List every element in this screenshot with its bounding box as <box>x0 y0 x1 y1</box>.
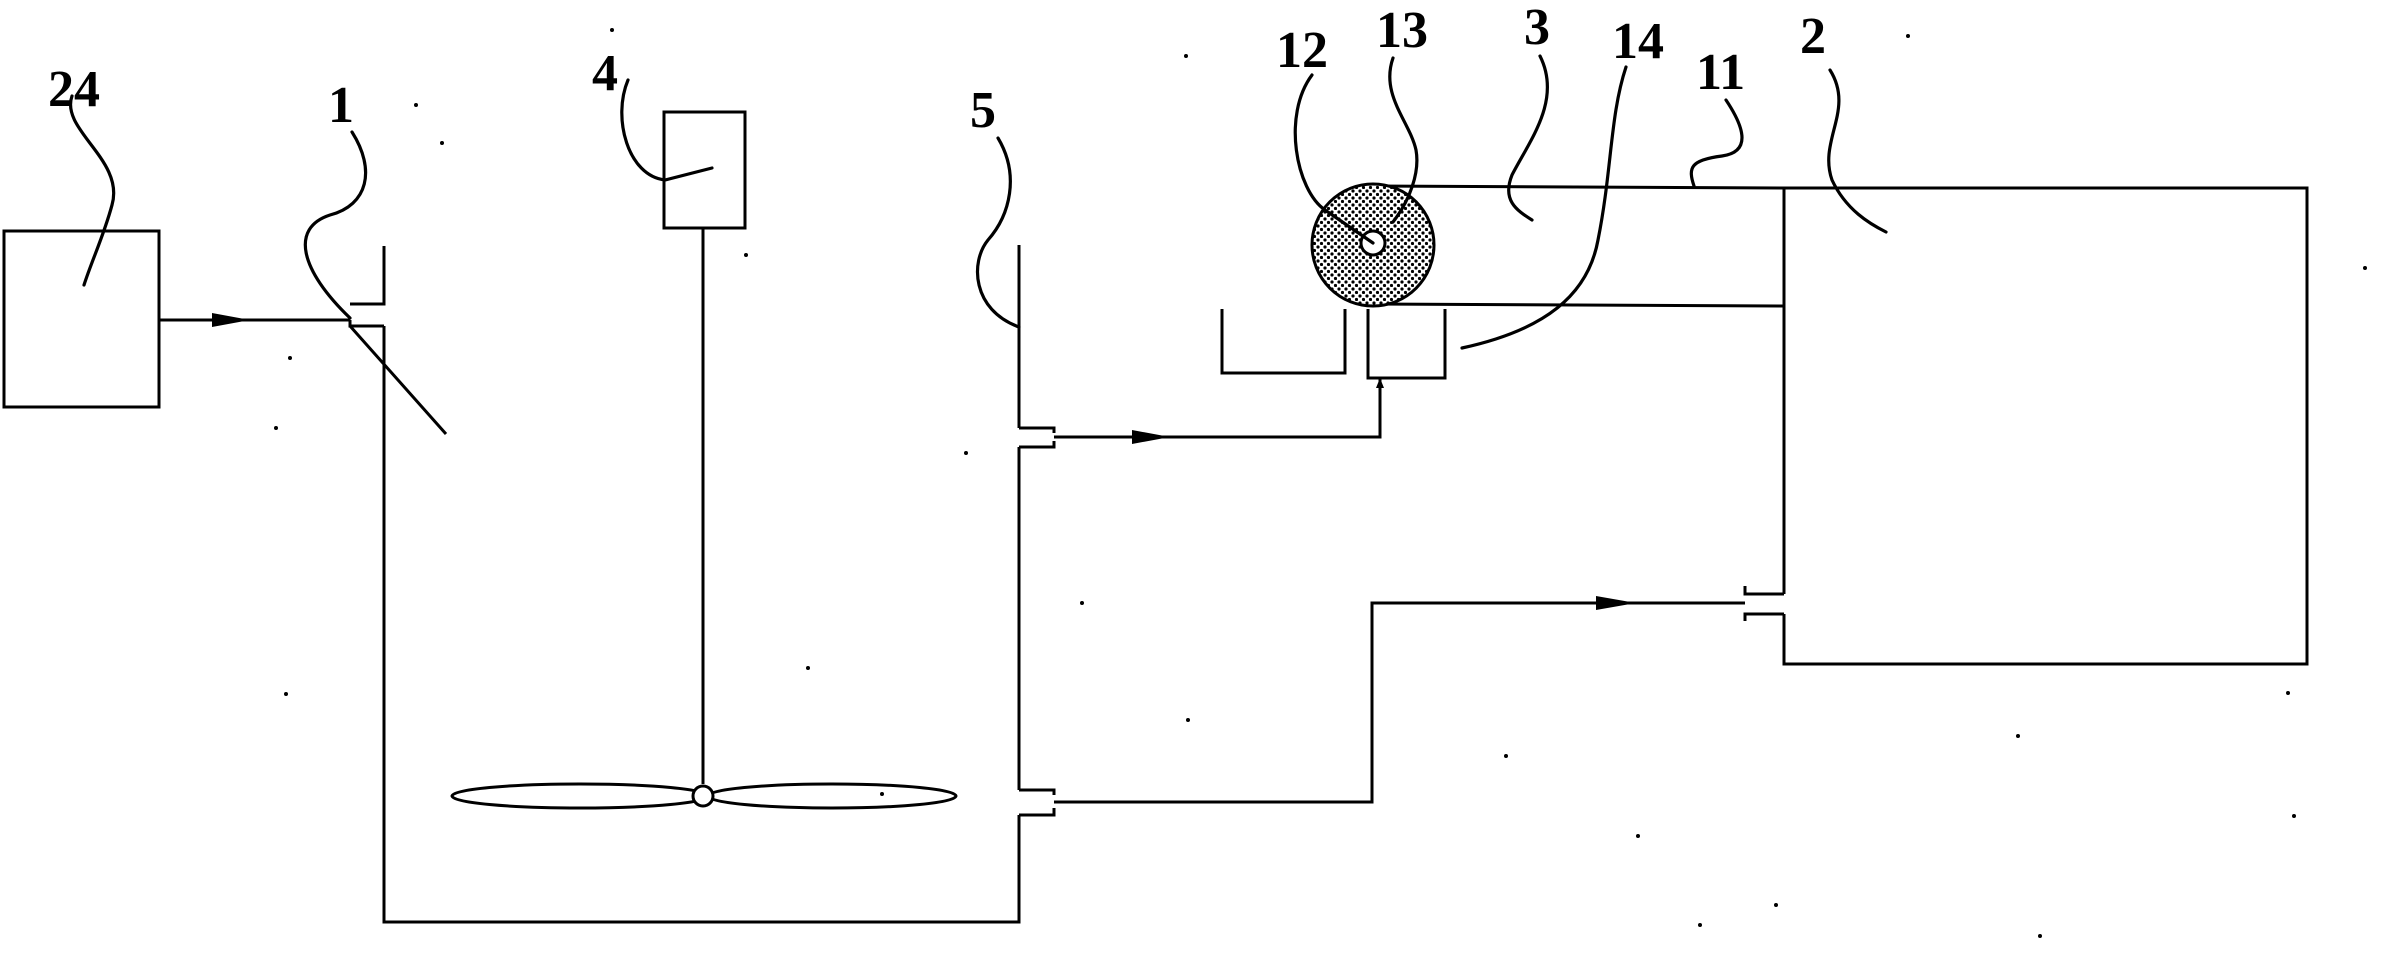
label-3: 3 <box>1524 0 1550 56</box>
leader-1 <box>303 130 368 320</box>
leader-14 <box>1460 65 1628 350</box>
return-nozzle <box>1019 426 1056 449</box>
label-1: 1 <box>328 77 354 134</box>
label-12: 12 <box>1276 22 1328 79</box>
leader-5 <box>975 136 1021 329</box>
transfer-line <box>1054 596 1745 804</box>
label-14: 14 <box>1612 13 1664 70</box>
label-2: 2 <box>1800 8 1826 65</box>
leader-3 <box>1507 54 1550 222</box>
mixing-tank <box>382 326 1021 924</box>
feed-box <box>2 229 161 409</box>
label-24: 24 <box>48 61 100 118</box>
label-5: 5 <box>970 82 996 139</box>
feed-line <box>159 313 350 327</box>
collector-tray <box>1366 309 1447 380</box>
top-pipe <box>1369 184 1785 190</box>
leader-2 <box>1827 68 1888 234</box>
impeller <box>450 782 958 810</box>
label-11: 11 <box>1696 44 1745 101</box>
filter-drum <box>1310 182 1436 308</box>
leader-11 <box>1689 98 1744 188</box>
scraper-tray <box>1220 309 1347 375</box>
leader-4 <box>620 78 714 182</box>
label-13: 13 <box>1376 2 1428 59</box>
scan-specks <box>274 28 2367 938</box>
leader-13 <box>1388 56 1419 224</box>
vessel-inlet-nozzle <box>1743 586 1784 621</box>
chamber-bottom <box>1369 302 1785 308</box>
leader-24 <box>68 94 116 287</box>
leader-12 <box>1293 73 1375 245</box>
label-4: 4 <box>592 45 618 102</box>
return-line <box>1054 378 1384 444</box>
outer-vessel <box>1782 186 2309 666</box>
inlet-nozzle <box>348 246 448 435</box>
outlet-nozzle <box>1019 788 1056 817</box>
